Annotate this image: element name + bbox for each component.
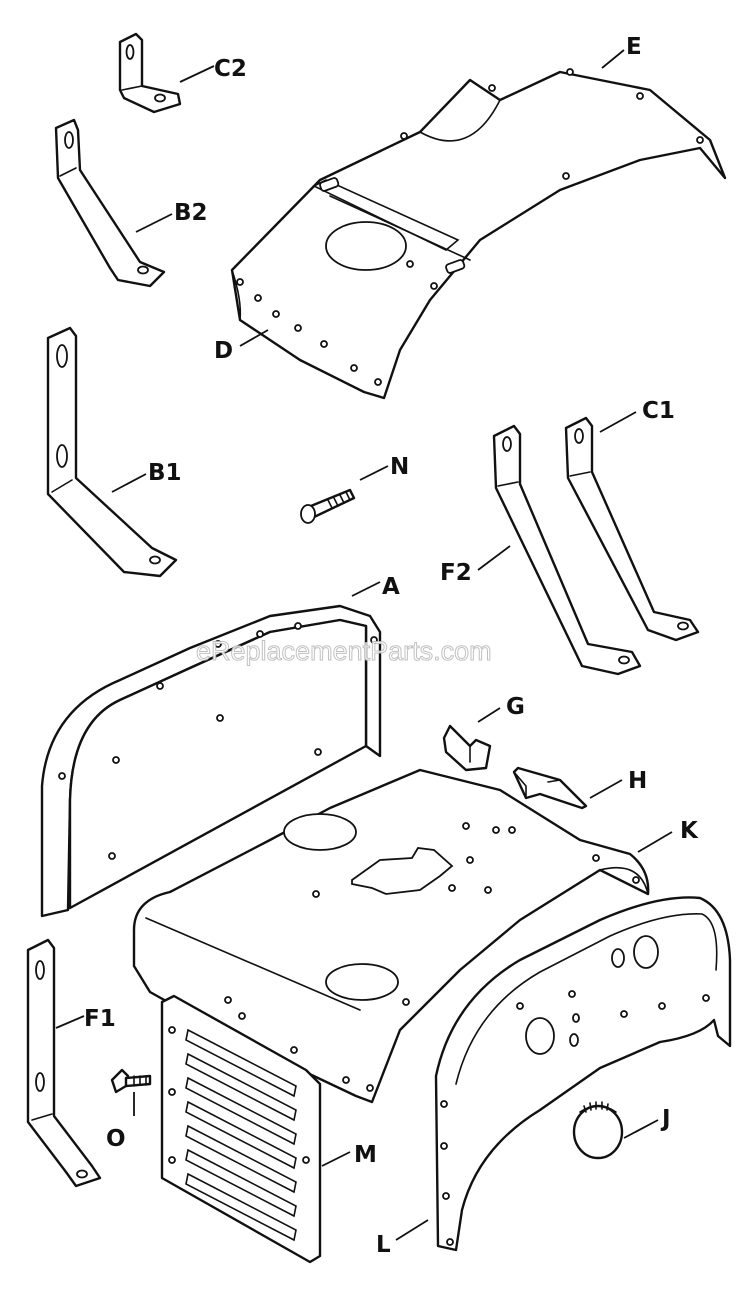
label-f2: F2 <box>440 560 472 586</box>
part-e-d-top-plate <box>230 68 727 400</box>
part-m-grille <box>160 994 322 1264</box>
part-labels: C2 E B2 D C1 N B1 F2 A G H K F1 J O M L <box>84 34 699 1258</box>
label-d: D <box>214 338 233 364</box>
leader-lines <box>55 49 673 1241</box>
part-f1-bracket <box>26 938 102 1188</box>
part-l-dash-panel <box>434 896 732 1252</box>
label-c1: C1 <box>642 398 675 424</box>
part-g-clip <box>442 724 492 772</box>
label-f1: F1 <box>84 1006 116 1032</box>
label-a: A <box>382 574 400 600</box>
part-a-rear-panel <box>40 604 382 918</box>
part-b1-bracket <box>46 326 178 578</box>
label-n: N <box>390 454 409 480</box>
label-c2: C2 <box>214 56 247 82</box>
part-c1-bracket <box>564 416 700 642</box>
part-c2-bracket <box>118 32 182 114</box>
label-g: G <box>506 694 525 720</box>
label-o: O <box>106 1126 126 1152</box>
label-k: K <box>680 818 699 844</box>
label-l: L <box>376 1232 391 1258</box>
label-m: M <box>354 1142 377 1168</box>
part-o-wing-screw <box>110 1068 152 1094</box>
part-b2-bracket <box>54 118 166 288</box>
part-n-bolt <box>300 488 356 524</box>
part-j-knob <box>572 1101 624 1160</box>
part-h-latch <box>512 766 588 810</box>
part-f2-bracket <box>492 424 642 676</box>
label-e: E <box>626 34 642 60</box>
watermark-text: eReplacementParts.com <box>196 636 492 666</box>
label-b2: B2 <box>174 200 208 226</box>
part-k-hood <box>132 768 650 1104</box>
label-b1: B1 <box>148 460 182 486</box>
label-h: H <box>628 768 647 794</box>
label-j: J <box>660 1106 671 1132</box>
